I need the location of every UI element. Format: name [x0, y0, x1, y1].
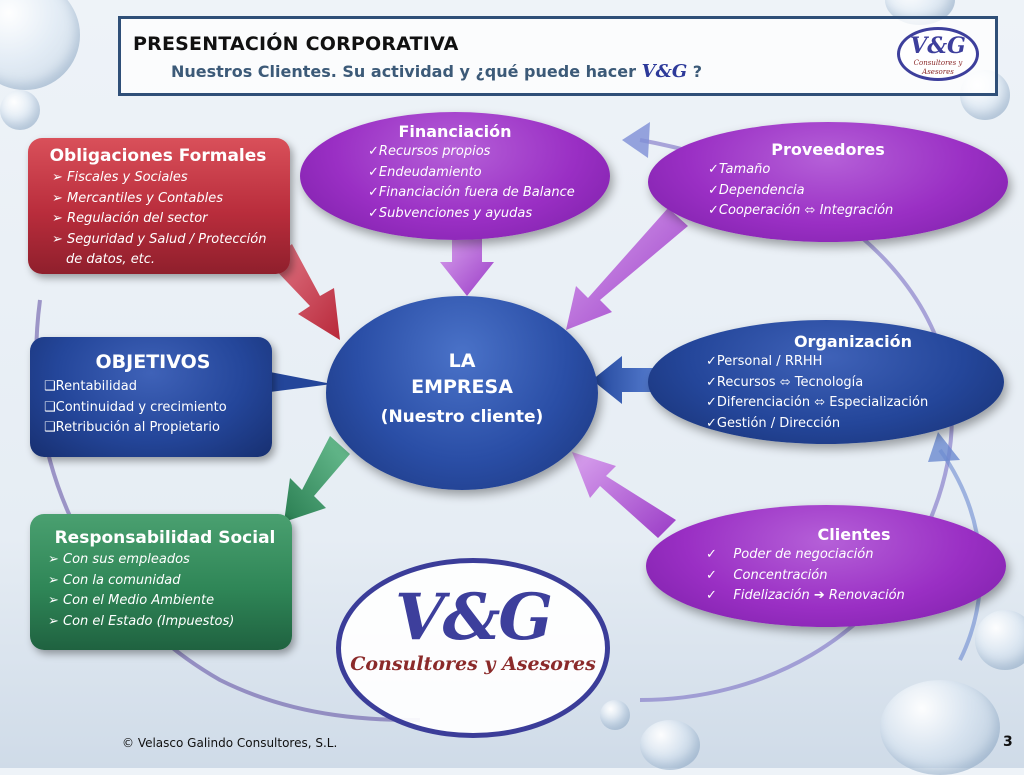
list-item: ✓ Poder de negociación [706, 547, 874, 562]
responsabilidad-title: Responsabilidad Social [54, 528, 276, 548]
proveedores-list: ✓Tamaño ✓Dependencia ✓Cooperación ⬄ Inte… [708, 160, 1008, 222]
double-arrow-icon: ⬄ [804, 203, 816, 218]
obligaciones-title: Obligaciones Formales [49, 146, 267, 166]
financiacion-title: Financiación [398, 122, 512, 141]
water-drop [600, 700, 630, 730]
clientes-list: ✓ Poder de negociación ✓ Concentración ✓… [706, 545, 1006, 607]
water-drop [640, 720, 700, 770]
financiacion-ellipse: Financiación ✓Recursos propios ✓Endeudam… [300, 112, 610, 240]
organizacion-list: ✓Personal / RRHH ✓Recursos ⬄ Tecnología … [706, 352, 1004, 434]
list-item: ✓Diferenciación ⬄ Especialización [706, 395, 929, 410]
list-item: ➢ Seguridad y Salud / Protección [52, 231, 267, 247]
proveedores-title: Proveedores [771, 140, 885, 159]
water-drop [975, 610, 1024, 670]
list-item: ✓Tamaño [708, 162, 771, 177]
logo-tagline-large: Consultores y Asesores [350, 653, 596, 675]
arrow-proveedores [566, 208, 688, 330]
empresa-line2: EMPRESA [411, 376, 513, 398]
subtitle-end: ? [692, 62, 703, 81]
empresa-line1: LA [448, 350, 476, 372]
arrow-clientes [572, 452, 676, 538]
cycle-arrowhead [928, 432, 960, 462]
list-item: ✓Recursos propios [368, 144, 491, 159]
page-subtitle: Nuestros Clientes. Su actividad y ¿qué p… [171, 61, 702, 82]
list-item: ✓Endeudamiento [368, 164, 482, 180]
list-item: ✓Recursos ⬄ Tecnología [706, 374, 864, 390]
responsabilidad-list: ➢ Con sus empleados ➢ Con la comunidad ➢… [48, 550, 282, 632]
proveedores-ellipse: Proveedores ✓Tamaño ✓Dependencia ✓Cooper… [648, 122, 1008, 242]
page-title: PRESENTACIÓN CORPORATIVA [133, 33, 459, 55]
checkbox-icon: ❑ [44, 420, 56, 435]
list-item: ✓ Concentración [706, 567, 828, 583]
checkbox-icon: ❑ [44, 379, 56, 394]
cycle-arrowhead [622, 122, 650, 158]
arrow-financiacion [440, 236, 494, 296]
footer-copyright: © Velasco Galindo Consultores, S.L. [122, 736, 338, 750]
responsabilidad-box: Responsabilidad Social ➢ Con sus emplead… [30, 514, 292, 650]
water-drop [0, 90, 40, 130]
list-item: ❑Rentabilidad [44, 379, 137, 394]
list-item: ✓Gestión / Dirección [706, 415, 841, 431]
list-item: ✓ Fidelización ➔ Renovación [706, 588, 905, 603]
double-arrow-icon: ⬄ [814, 395, 826, 410]
header-banner: PRESENTACIÓN CORPORATIVA Nuestros Client… [118, 16, 998, 96]
logo-mark: V&G [910, 33, 966, 59]
list-item: ➢ Fiscales y Sociales [52, 170, 188, 185]
water-drop [880, 680, 1000, 775]
logo-mark-large: V&G [394, 580, 553, 655]
obligaciones-box: Obligaciones Formales ➢ Fiscales y Socia… [28, 138, 290, 274]
arrow-organizacion [592, 356, 668, 404]
list-item: de datos, etc. [66, 252, 156, 267]
objetivos-title: OBJETIVOS [95, 351, 211, 373]
company-logo: V&G Consultores y Asesores [336, 558, 610, 738]
objetivos-list: ❑Rentabilidad ❑Continuidad y crecimiento… [44, 377, 262, 439]
arrow-responsabilidad [284, 436, 350, 522]
clientes-ellipse: Clientes ✓ Poder de negociación ✓ Concen… [646, 505, 1006, 627]
list-item: ✓Cooperación ⬄ Integración [708, 203, 894, 218]
empresa-ellipse: LA EMPRESA (Nuestro cliente) [326, 296, 598, 490]
financiacion-list: ✓Recursos propios ✓Endeudamiento ✓Financ… [368, 142, 610, 224]
list-item: ➢ Con sus empleados [48, 552, 190, 567]
organizacion-ellipse: Organización ✓Personal / RRHH ✓Recursos … [648, 320, 1004, 444]
list-item: ✓Personal / RRHH [706, 354, 823, 369]
subtitle-text: Nuestros Clientes. Su actividad y ¿qué p… [171, 62, 637, 81]
page-number: 3 [1003, 734, 1013, 750]
objetivos-box: OBJETIVOS ❑Rentabilidad ❑Continuidad y c… [30, 337, 272, 457]
clientes-title: Clientes [817, 525, 891, 544]
objetivos-pointer [270, 372, 332, 392]
list-item: ➢ Con el Estado (Impuestos) [48, 613, 235, 629]
double-arrow-icon: ⬄ [779, 374, 791, 390]
empresa-line3: (Nuestro cliente) [380, 407, 544, 427]
logo-tagline: Consultores y Asesores [913, 59, 963, 76]
list-item: ✓Financiación fuera de Balance [368, 185, 575, 200]
subtitle-brand: V&G [641, 61, 688, 82]
list-item: ➢ Con el Medio Ambiente [48, 593, 215, 608]
arrow-right-icon: ➔ [813, 588, 825, 603]
list-item: ➢ Mercantiles y Contables [52, 190, 223, 206]
list-item: ✓Dependencia [708, 182, 805, 198]
header-logo: V&G Consultores y Asesores [897, 27, 979, 81]
list-item: ✓Subvenciones y ayudas [368, 205, 533, 221]
list-item: ❑Retribución al Propietario [44, 420, 220, 435]
organizacion-title: Organización [793, 332, 913, 351]
list-item: ➢ Regulación del sector [52, 211, 208, 226]
obligaciones-list: ➢ Fiscales y Sociales ➢ Mercantiles y Co… [52, 168, 278, 271]
list-item: ➢ Con la comunidad [48, 572, 181, 588]
list-item: ❑Continuidad y crecimiento [44, 399, 227, 415]
checkbox-icon: ❑ [44, 399, 56, 415]
